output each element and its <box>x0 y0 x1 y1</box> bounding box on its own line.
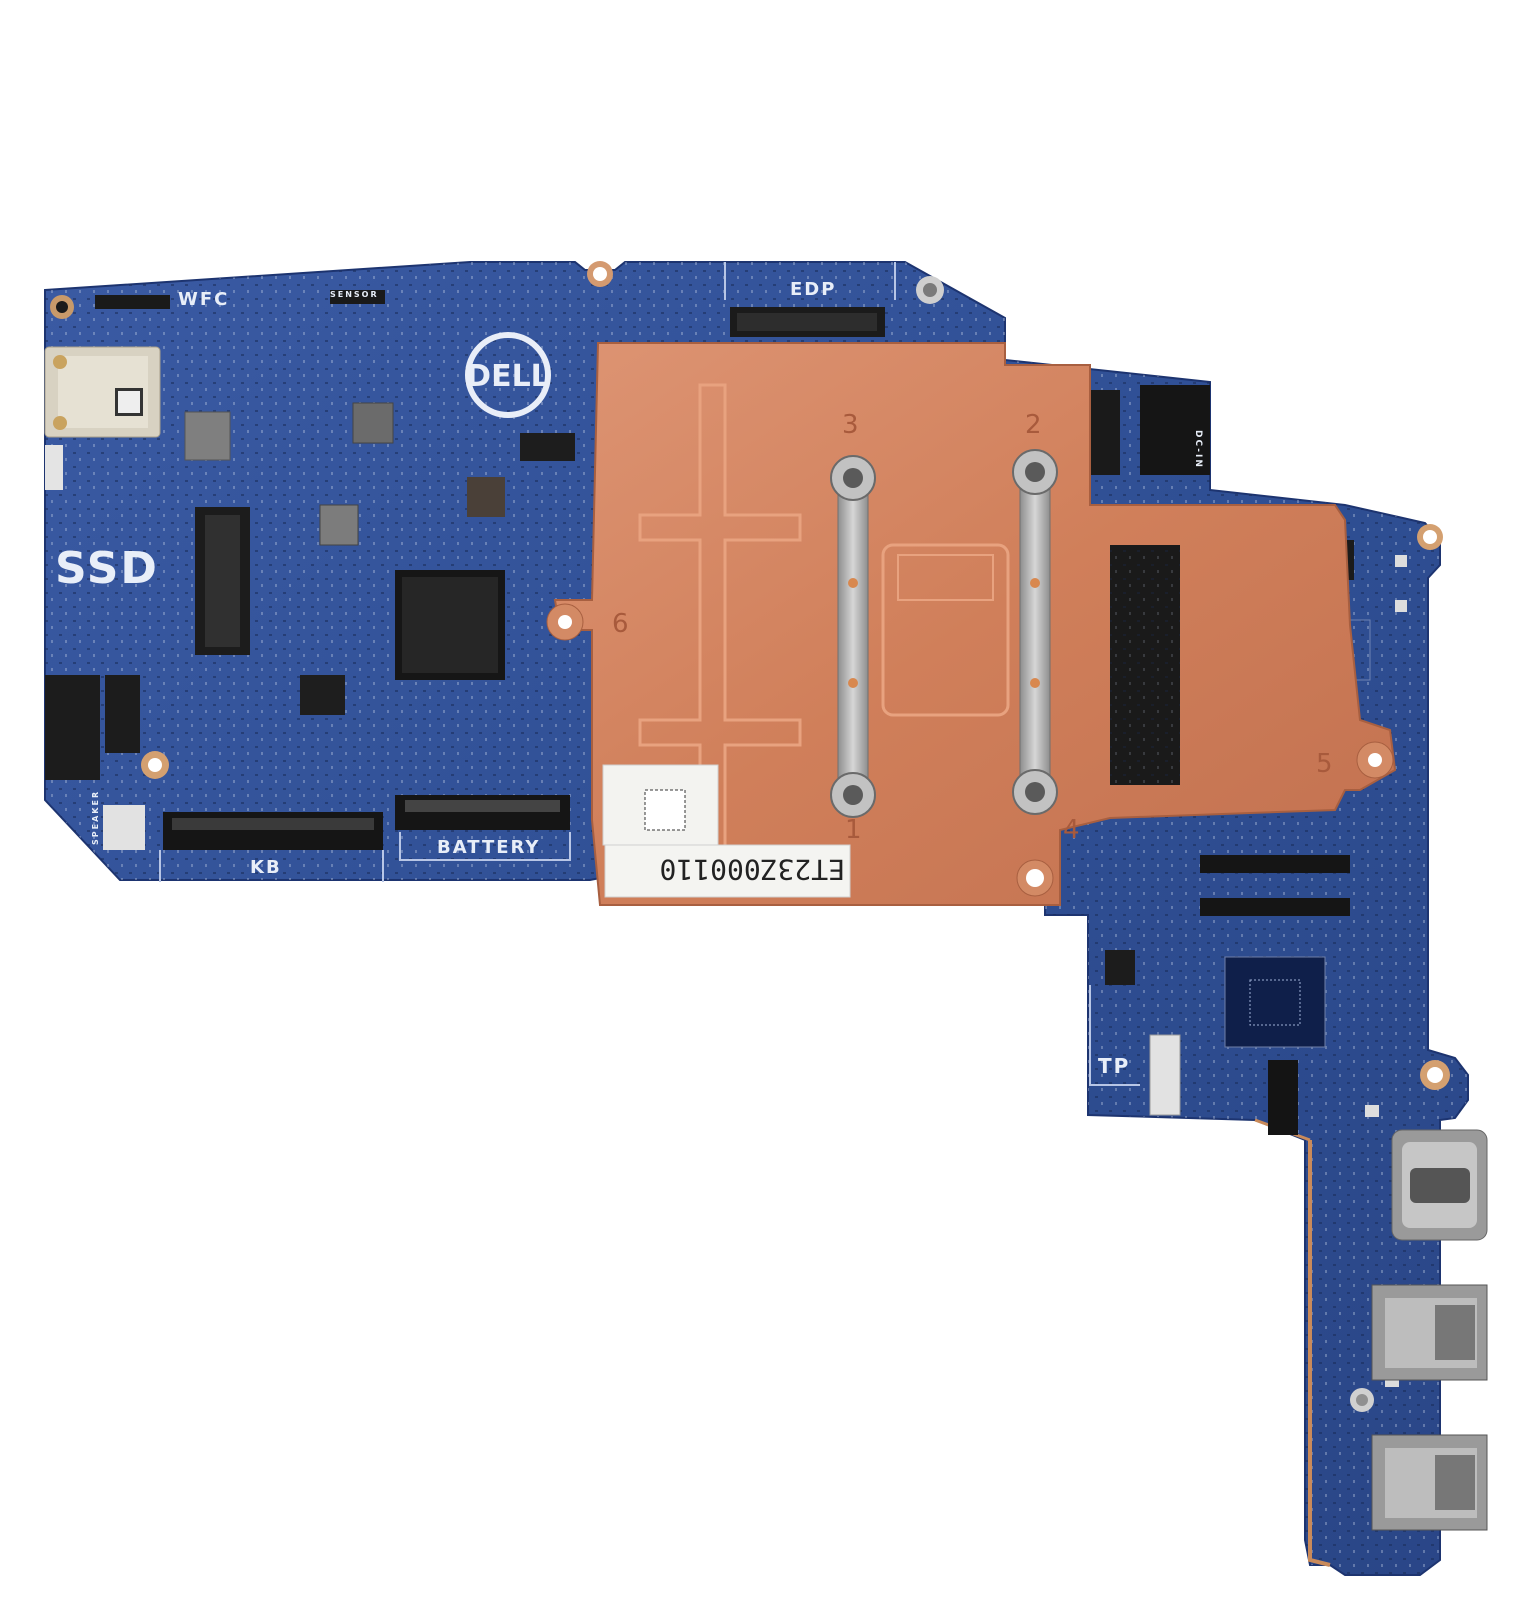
wifi-module <box>44 346 161 438</box>
label-dc-in: DC-IN <box>1193 430 1203 469</box>
usb-a-port-2 <box>1371 1434 1488 1531</box>
screw-number-5: 5 <box>1316 749 1333 779</box>
copper-heatsink <box>546 342 1397 906</box>
screw-number-2: 2 <box>1025 410 1042 440</box>
label-sensor: SENSOR <box>330 290 379 299</box>
label-edp: EDP <box>790 279 836 300</box>
brand-text: DELL <box>466 359 550 394</box>
sticker-serial: ET23Z000110 <box>660 853 845 886</box>
mounting-holes <box>50 261 1450 1412</box>
screw-number-1: 1 <box>845 815 862 845</box>
screw-number-4: 4 <box>1063 815 1080 845</box>
label-speaker: SPEAKER <box>91 790 100 845</box>
screw-number-6: 6 <box>612 609 629 639</box>
label-tp: TP <box>1098 1054 1130 1078</box>
serial-sticker: ET23Z000110 <box>602 764 851 898</box>
label-battery: BATTERY <box>437 837 540 858</box>
label-kb: KB <box>250 857 282 878</box>
usb-c-port <box>1391 1129 1488 1241</box>
heatsink-brackets <box>830 449 1058 818</box>
screw-number-3: 3 <box>842 410 859 440</box>
label-ssd: SSD <box>55 543 159 594</box>
silkscreen-outlines <box>159 262 1140 1086</box>
usb-a-port-1 <box>1371 1284 1488 1381</box>
label-wfc: WFC <box>178 289 229 310</box>
dell-logo: DELL <box>465 332 551 418</box>
screw-numbers: 3 2 4 1 6 5 <box>612 410 1333 845</box>
components <box>45 290 1407 1387</box>
